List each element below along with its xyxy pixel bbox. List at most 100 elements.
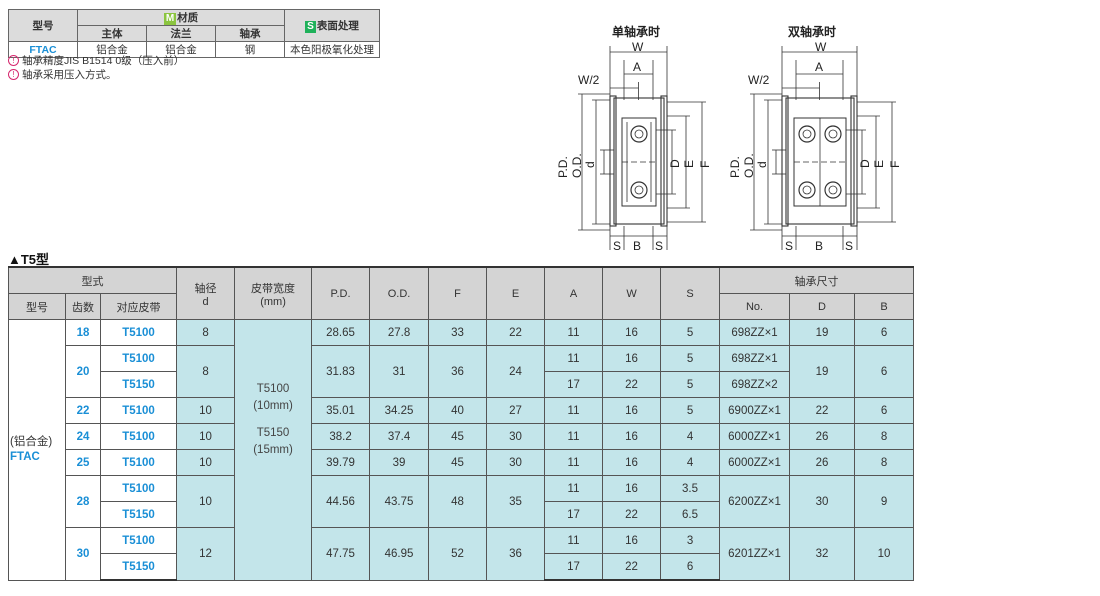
bearing-d-cell: 22 (789, 397, 856, 424)
dim-F-label: F (698, 161, 712, 168)
belt-cell: T5100 (99, 527, 178, 554)
w-cell: 16 (602, 345, 662, 372)
pd-cell: 31.83 (311, 345, 371, 398)
s-cell: 6.5 (660, 501, 721, 528)
a-cell: 11 (544, 449, 604, 476)
bearing-no-cell: 6200ZZ×1 (719, 475, 791, 528)
belt-cell: T5100 (99, 475, 178, 502)
e-cell: 35 (486, 475, 546, 528)
belt-cell: T5150 (99, 553, 178, 581)
dim-od-label: O.D. (742, 153, 756, 178)
od-cell: 27.8 (369, 319, 430, 346)
belt-cell: T5150 (99, 501, 178, 528)
e-cell: 30 (486, 449, 546, 476)
teeth-header: 齿数 (65, 293, 101, 320)
belt-cell: T5100 (99, 345, 178, 372)
teeth-cell: 18 (65, 319, 101, 346)
type-header: 型式 (7, 266, 178, 294)
pd-cell: 44.56 (311, 475, 371, 528)
material-code: FTAC (10, 450, 40, 463)
note-item: !轴承采用压入方式。 (8, 68, 184, 82)
teeth-cell: 30 (65, 527, 101, 581)
bearing-d-cell: 19 (789, 345, 856, 398)
f-cell: 33 (428, 319, 488, 346)
f-cell: 40 (428, 397, 488, 424)
e-cell: 27 (486, 397, 546, 424)
bearing-b-header: B (854, 293, 915, 320)
teeth-cell: 28 (65, 475, 101, 528)
bearing-b-cell: 9 (854, 475, 915, 528)
dim-a-label: A (633, 60, 641, 74)
material-cell: (铝合金)FTAC (8, 319, 66, 581)
s-cell: 6 (660, 553, 721, 581)
f-header: F (428, 266, 488, 320)
a-cell: 17 (544, 371, 604, 398)
f-cell: 45 (428, 423, 488, 450)
a-cell: 11 (544, 527, 604, 554)
e-cell: 24 (486, 345, 546, 398)
w-cell: 16 (602, 397, 662, 424)
w-cell: 16 (602, 319, 662, 346)
spec-model-header: 型号 (8, 9, 78, 42)
belt-cell: T5100 (99, 423, 178, 450)
s-cell: 3 (660, 527, 721, 554)
warning-icon: ! (8, 55, 19, 66)
e-header: E (486, 266, 546, 320)
dim-s-label: S (845, 239, 853, 253)
bearing-b-cell: 6 (854, 345, 915, 398)
bearing-no-cell: 6000ZZ×1 (719, 449, 791, 476)
belt-cell: T5100 (99, 319, 178, 346)
dim-w-label: W (632, 40, 644, 54)
t5-table-title: ▲T5型 (8, 252, 50, 267)
shaft-cell: 8 (176, 319, 236, 346)
double-bearing-diagram: W A W/2 P.D. O.D. d D E F S B S (728, 40, 902, 253)
pd-cell: 47.75 (311, 527, 371, 581)
shaft-cell: 10 (176, 449, 236, 476)
dim-a-label: A (815, 60, 823, 74)
bearing-d-cell: 26 (789, 423, 856, 450)
shaft-cell: 10 (176, 423, 236, 450)
belt-cell: T5150 (99, 371, 178, 398)
s-cell: 5 (660, 371, 721, 398)
bearing-d-cell: 30 (789, 475, 856, 528)
bearing-b-cell: 10 (854, 527, 915, 581)
pd-cell: 35.01 (311, 397, 371, 424)
material-tag-icon: M (163, 13, 177, 25)
bearing-no-cell: 6000ZZ×1 (719, 423, 791, 450)
w-cell: 22 (602, 501, 662, 528)
s-cell: 5 (660, 397, 721, 424)
notes: !轴承精度JIS B1514 0级（压入前） !轴承采用压入方式。 (8, 54, 184, 82)
s-cell: 4 (660, 449, 721, 476)
single-bearing-title: 单轴承时 (612, 25, 661, 39)
shaft-cell: 8 (176, 345, 236, 398)
a-header: A (544, 266, 604, 320)
bearing-d-cell: 19 (789, 319, 856, 346)
spec-surface-value: 本色阳极氧化处理 (284, 41, 380, 58)
spec-bearing-header: 轴承 (215, 25, 285, 42)
w-cell: 22 (602, 553, 662, 581)
bearing-no-header: No. (719, 293, 791, 320)
dim-w2-label: W/2 (748, 73, 770, 87)
od-header: O.D. (369, 266, 430, 320)
a-cell: 11 (544, 475, 604, 502)
bearing-d-cell: 32 (789, 527, 856, 581)
belt-width-header: 皮带宽度(mm) (234, 266, 313, 320)
dim-pd-label: P.D. (556, 156, 570, 178)
f-cell: 52 (428, 527, 488, 581)
teeth-cell: 25 (65, 449, 101, 476)
w-cell: 16 (602, 423, 662, 450)
dim-d-small-label: d (583, 161, 597, 168)
shaft-cell: 12 (176, 527, 236, 581)
a-cell: 11 (544, 345, 604, 372)
